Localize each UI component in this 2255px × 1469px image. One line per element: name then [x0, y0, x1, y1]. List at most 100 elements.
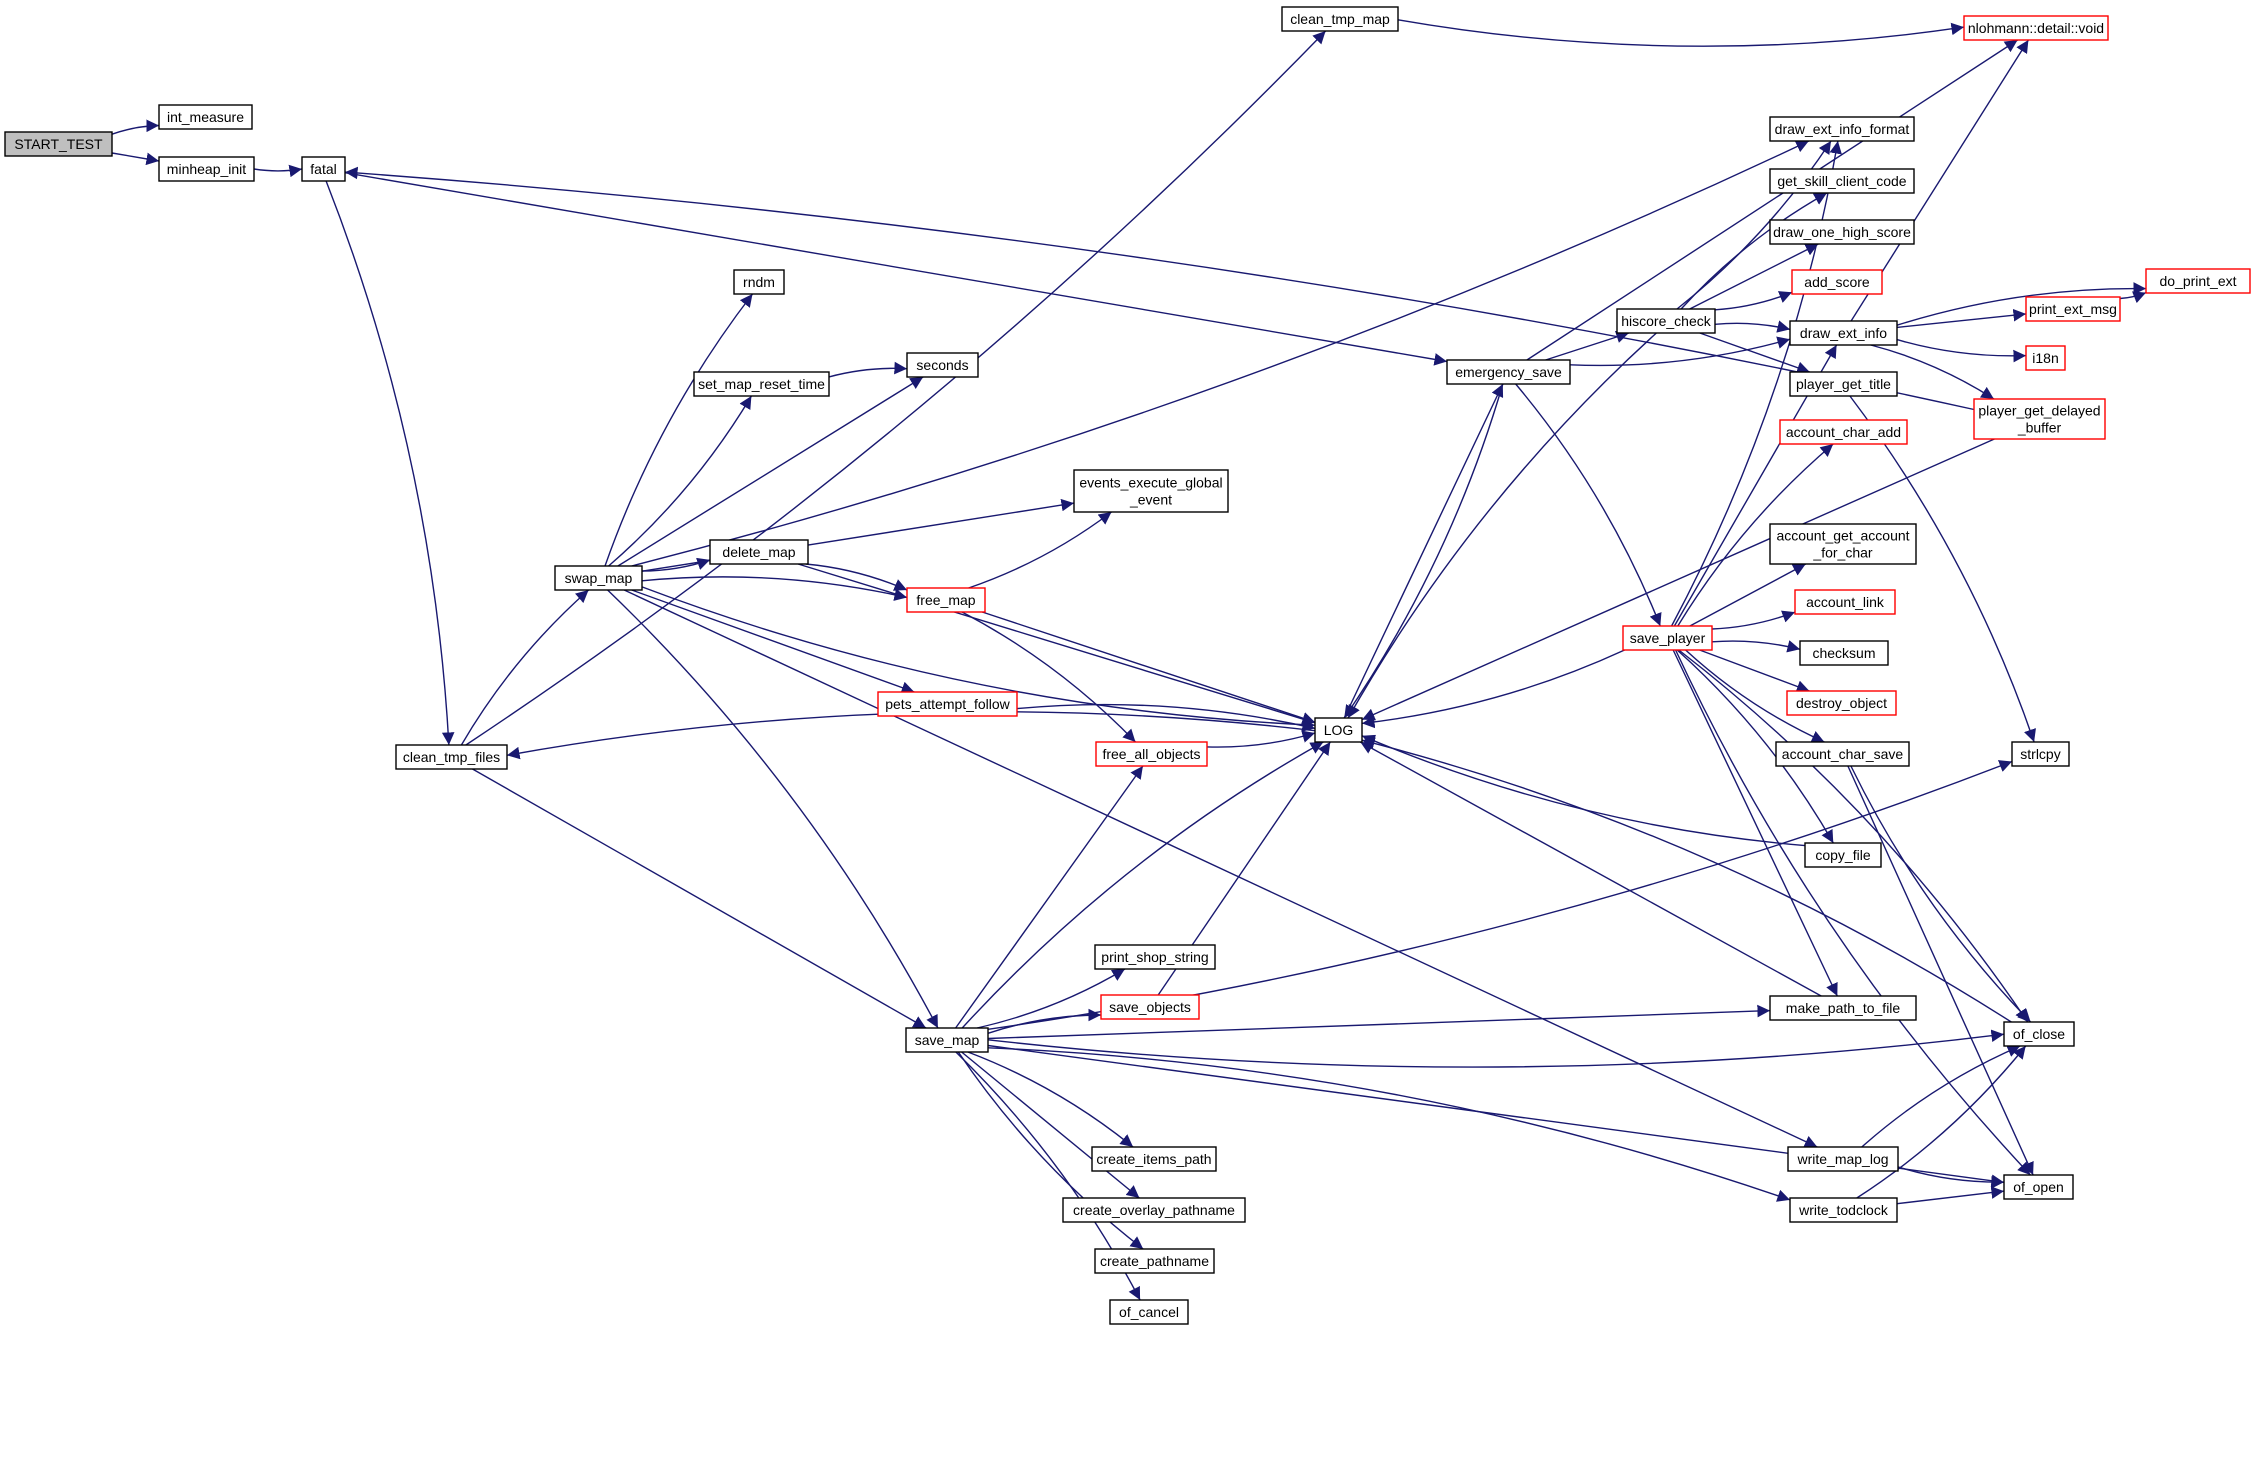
node-free_map[interactable]: free_map: [906, 587, 986, 613]
node-copy_file[interactable]: copy_file: [1804, 842, 1882, 868]
node-rndm[interactable]: rndm: [733, 269, 785, 295]
node-label: draw_ext_info: [1800, 325, 1887, 341]
node-box: [1779, 419, 1908, 445]
edge-save_player-to-account_char_save: [1685, 649, 1825, 743]
edge-save_player-to-account_char_add: [1677, 443, 1834, 627]
node-label: hiscore_check: [1621, 313, 1711, 329]
node-fatal[interactable]: fatal: [301, 156, 346, 182]
node-START_TEST[interactable]: START_TEST: [4, 131, 113, 157]
edge-save_player-to-LOG: [1361, 649, 1625, 729]
node-swap_map[interactable]: swap_map: [554, 565, 643, 591]
node-of_cancel[interactable]: of_cancel: [1109, 1299, 1189, 1325]
node-destroy_object[interactable]: destroy_object: [1786, 690, 1897, 716]
node-box: [158, 104, 253, 130]
node-set_map_reset_time[interactable]: set_map_reset_time: [693, 371, 830, 397]
edge-layer: [111, 19, 2147, 1301]
node-label: free_map: [916, 592, 975, 608]
node-account_get_account_for_char[interactable]: account_get_account_for_char: [1769, 523, 1917, 565]
node-player_get_delayed_buffer[interactable]: player_get_delayed_buffer: [1973, 398, 2106, 440]
node-label: of_close: [2013, 1026, 2065, 1042]
node-draw_ext_info_format[interactable]: draw_ext_info_format: [1769, 116, 1915, 142]
node-get_skill_client_code[interactable]: get_skill_client_code: [1769, 168, 1915, 194]
edge-swap_map-to-pets_attempt_follow: [631, 589, 915, 694]
edge-save_player-to-account_get_account_for_char: [1689, 563, 1807, 627]
edge-emergency_save-to-LOG: [1343, 383, 1504, 719]
node-create_items_path[interactable]: create_items_path: [1091, 1146, 1217, 1172]
node-of_close[interactable]: of_close: [2003, 1021, 2075, 1047]
node-make_path_to_file[interactable]: make_path_to_file: [1769, 995, 1917, 1021]
node-add_score[interactable]: add_score: [1791, 269, 1883, 295]
node-write_map_log[interactable]: write_map_log: [1787, 1146, 1899, 1172]
node-box: [1799, 640, 1889, 666]
node-create_pathname[interactable]: create_pathname: [1094, 1248, 1215, 1274]
node-box: [2025, 345, 2066, 371]
node-label: fatal: [310, 161, 336, 177]
node-do_print_ext[interactable]: do_print_ext: [2145, 268, 2251, 294]
node-minheap_init[interactable]: minheap_init: [158, 156, 255, 182]
node-strlcpy[interactable]: strlcpy: [2011, 741, 2070, 767]
edge-draw_ext_info-to-do_print_ext: [1896, 282, 2147, 326]
node-label: delete_map: [722, 544, 795, 560]
edge-clean_tmp_map-to-nlohmann_void: [1397, 19, 1965, 47]
node-account_char_save[interactable]: account_char_save: [1775, 741, 1910, 767]
node-label: LOG: [1324, 722, 1354, 738]
node-box: [1095, 741, 1208, 767]
node-label: emergency_save: [1455, 364, 1562, 380]
node-events_execute_global_event[interactable]: events_execute_global_event: [1073, 469, 1229, 513]
edge-START_TEST-to-int_measure: [111, 119, 160, 135]
node-label: player_get_delayed: [1978, 403, 2100, 419]
node-save_objects[interactable]: save_objects: [1100, 994, 1200, 1020]
node-seconds[interactable]: seconds: [906, 352, 979, 378]
node-create_overlay_pathname[interactable]: create_overlay_pathname: [1062, 1197, 1246, 1223]
node-draw_ext_info[interactable]: draw_ext_info: [1789, 320, 1898, 346]
node-box: [877, 691, 1018, 717]
node-label: account_get_account: [1776, 528, 1909, 544]
node-delete_map[interactable]: delete_map: [709, 539, 809, 565]
node-account_char_add[interactable]: account_char_add: [1779, 419, 1908, 445]
node-emergency_save[interactable]: emergency_save: [1446, 359, 1571, 385]
node-label: minheap_init: [167, 161, 246, 177]
node-save_player[interactable]: save_player: [1622, 625, 1713, 651]
node-checksum[interactable]: checksum: [1799, 640, 1889, 666]
node-of_open[interactable]: of_open: [2003, 1174, 2074, 1200]
node-box: [2025, 296, 2121, 322]
node-draw_one_high_score[interactable]: draw_one_high_score: [1769, 219, 1915, 245]
node-int_measure[interactable]: int_measure: [158, 104, 253, 130]
node-account_link[interactable]: account_link: [1794, 589, 1896, 615]
edge-save_player-to-of_close: [1678, 649, 2029, 1023]
edge-swap_map-to-free_map: [641, 576, 908, 601]
edge-fatal-to-emergency_save: [344, 172, 1448, 366]
node-clean_tmp_files[interactable]: clean_tmp_files: [395, 744, 508, 770]
edge-make_path_to_file-to-LOG: [1359, 741, 1822, 997]
node-box: [1786, 690, 1897, 716]
edge-account_char_save-to-of_open: [1847, 765, 2034, 1176]
node-clean_tmp_map[interactable]: clean_tmp_map: [1281, 6, 1399, 32]
node-box: [1073, 469, 1229, 513]
edge-clean_tmp_files-to-swap_map: [460, 589, 590, 746]
node-LOG[interactable]: LOG: [1314, 717, 1363, 743]
node-print_shop_string[interactable]: print_shop_string: [1094, 944, 1216, 970]
node-label: _event: [1129, 492, 1172, 508]
node-i18n[interactable]: i18n: [2025, 345, 2066, 371]
node-free_all_objects[interactable]: free_all_objects: [1095, 741, 1208, 767]
node-box: [1804, 842, 1882, 868]
edge-swap_map-to-draw_ext_info_format: [631, 140, 1810, 567]
node-box: [2145, 268, 2251, 294]
node-print_ext_msg[interactable]: print_ext_msg: [2025, 296, 2121, 322]
edge-free_map-to-LOG: [981, 611, 1316, 725]
node-save_map[interactable]: save_map: [905, 1027, 989, 1053]
node-nlohmann_void[interactable]: nlohmann::detail::void: [1963, 15, 2109, 41]
node-write_todclock[interactable]: write_todclock: [1789, 1197, 1898, 1223]
node-box: [2003, 1021, 2075, 1047]
edge-player_get_title-to-strlcpy: [1849, 395, 2036, 743]
node-player_get_title[interactable]: player_get_title: [1789, 371, 1898, 397]
edge-clean_tmp_files-to-clean_tmp_map: [465, 30, 1327, 746]
node-pets_attempt_follow[interactable]: pets_attempt_follow: [877, 691, 1018, 717]
node-hiscore_check[interactable]: hiscore_check: [1616, 308, 1716, 334]
edge-save_player-to-copy_file: [1676, 649, 1834, 844]
node-box: [1062, 1197, 1246, 1223]
node-label: _for_char: [1812, 545, 1872, 561]
edge-draw_ext_info-to-player_get_delayed_buffer: [1870, 344, 1995, 400]
edge-emergency_save-to-hiscore_check: [1545, 330, 1630, 361]
edge-print_ext_msg-to-do_print_ext: [2119, 291, 2147, 304]
